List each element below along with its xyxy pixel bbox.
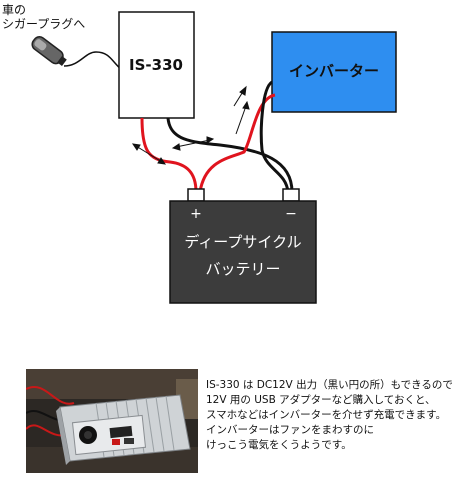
cigar-plug-cable xyxy=(63,51,123,71)
plus-label: + xyxy=(190,206,202,222)
flow-arrows xyxy=(131,85,250,165)
battery-label-line2: バッテリー xyxy=(205,260,280,278)
battery-label-line1: ディープサイクル xyxy=(184,233,301,251)
is330-box xyxy=(118,11,195,119)
minus-label: − xyxy=(285,206,297,222)
caption-line: 12V 用の USB アダプターなど購入しておくと、 xyxy=(206,394,436,406)
caption-line: IS-330 は DC12V 出力（黒い円の所）もできるので xyxy=(206,379,453,391)
caption-line: けっこう電気をくうようです。 xyxy=(206,439,352,451)
battery-plus-terminal xyxy=(187,188,205,202)
cigar-plug-icon xyxy=(31,36,67,67)
caption-line: スマホなどはインバーターを介せず充電できます。 xyxy=(206,409,447,421)
cigar-plug-label-line1: 車の xyxy=(2,3,26,17)
cigar-plug-label-line2: シガープラグへ xyxy=(2,17,85,31)
inverter-box xyxy=(271,31,397,113)
black-wire-inverter xyxy=(259,80,290,193)
device-photo-illustration xyxy=(26,369,198,473)
caption-line: インバーターはファンをまわすのに xyxy=(206,424,374,436)
black-wire-is330 xyxy=(166,117,294,193)
device-photo xyxy=(26,369,198,473)
red-wire-is330 xyxy=(140,117,198,193)
is330-label: IS-330 xyxy=(129,56,183,74)
caption: IS-330 は DC12V 出力（黒い円の所）もできるので 12V 用の US… xyxy=(206,378,458,453)
battery-box xyxy=(169,200,317,304)
battery-minus-terminal xyxy=(282,188,300,202)
inverter-label: インバーター xyxy=(289,62,379,80)
